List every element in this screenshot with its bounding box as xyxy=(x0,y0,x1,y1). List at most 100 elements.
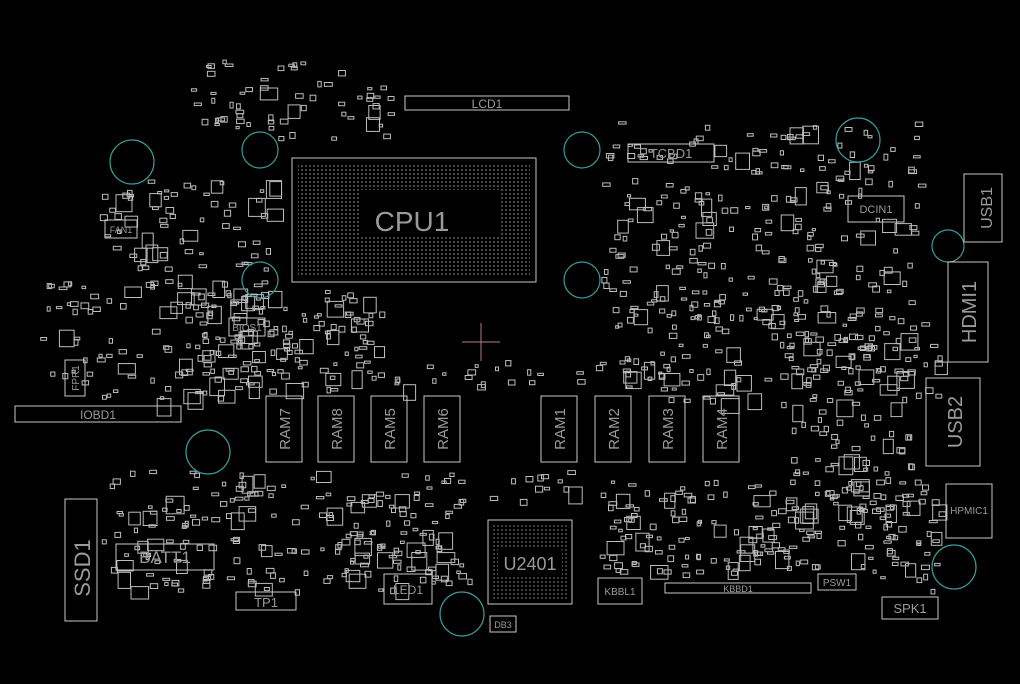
ram-label: RAM5 xyxy=(382,408,399,450)
ic-package xyxy=(58,329,75,348)
mounting-hole xyxy=(931,544,977,590)
passive-component xyxy=(679,286,686,290)
ic-package xyxy=(287,104,301,119)
passive-component xyxy=(825,203,832,210)
usb1-port[interactable]: USB1 xyxy=(963,173,1003,243)
passive-component xyxy=(872,285,881,293)
passive-component xyxy=(771,305,780,312)
passive-component xyxy=(728,157,733,163)
passive-component xyxy=(839,193,845,199)
passive-component xyxy=(201,118,209,126)
passive-component xyxy=(412,527,419,532)
power-switch-connector[interactable]: PSW1 xyxy=(817,573,857,591)
ram-chip[interactable]: RAM3 xyxy=(648,395,686,463)
passive-component xyxy=(193,102,202,107)
ic-package xyxy=(345,569,361,583)
passive-component xyxy=(359,334,367,340)
keyboard-backlight-connector[interactable]: KBBL1 xyxy=(597,577,643,605)
passive-component xyxy=(260,85,269,91)
passive-component xyxy=(324,297,330,303)
passive-component xyxy=(762,203,770,211)
touchpad-connector[interactable]: TP1 xyxy=(235,591,297,611)
ram-chip[interactable]: RAM4 xyxy=(702,395,740,463)
ram-chip[interactable]: RAM8 xyxy=(317,395,355,463)
fingerprint-connector[interactable]: FPR1 xyxy=(64,359,86,397)
speaker-connector[interactable]: SPK1 xyxy=(881,596,939,620)
passive-component xyxy=(795,560,800,567)
passive-component xyxy=(177,588,185,593)
ic-package xyxy=(740,544,756,562)
usb2-label: USB2 xyxy=(945,396,967,448)
passive-component xyxy=(855,521,862,529)
ic-package xyxy=(117,571,131,589)
passive-component xyxy=(815,273,821,279)
passive-component xyxy=(921,322,931,327)
passive-component xyxy=(906,493,914,498)
tcbd-connector[interactable]: TCBD1 xyxy=(627,143,715,163)
passive-component xyxy=(424,503,434,507)
passive-component xyxy=(696,521,702,527)
passive-component xyxy=(622,235,628,242)
passive-component xyxy=(820,305,829,313)
ram-outline xyxy=(370,395,408,463)
passive-component xyxy=(318,320,325,327)
passive-component xyxy=(219,181,225,186)
ic-package xyxy=(326,300,345,318)
ic-package xyxy=(130,586,150,600)
lcd-connector[interactable]: LCD1 xyxy=(404,95,570,111)
passive-component xyxy=(72,308,78,316)
fan-connector[interactable]: FAN1 xyxy=(104,219,138,239)
passive-component xyxy=(916,577,923,584)
passive-component xyxy=(875,368,881,374)
passive-component xyxy=(112,478,121,485)
ram-chip[interactable]: RAM1 xyxy=(540,395,578,463)
led-connector[interactable]: LED1 xyxy=(383,573,433,605)
passive-component xyxy=(459,563,465,568)
ram-chip[interactable]: RAM5 xyxy=(370,395,408,463)
passive-component xyxy=(754,558,762,566)
passive-component xyxy=(805,382,812,388)
passive-component xyxy=(292,62,298,68)
passive-component xyxy=(445,580,453,587)
passive-component xyxy=(431,520,439,525)
passive-component xyxy=(847,317,857,321)
keyboard-connector[interactable]: KBBD1 xyxy=(664,582,812,594)
io-board-connector[interactable]: IOBD1 xyxy=(14,405,182,423)
passive-component xyxy=(618,528,623,533)
hdmi-port[interactable]: HDMI1 xyxy=(947,261,989,363)
passive-component xyxy=(776,305,781,310)
passive-component xyxy=(612,144,621,149)
passive-component xyxy=(907,369,916,376)
passive-component xyxy=(656,568,663,575)
passive-component xyxy=(235,109,245,115)
passive-component xyxy=(641,366,649,371)
ram-chip[interactable]: RAM7 xyxy=(265,395,303,463)
ssd-slot[interactable]: SSD1 xyxy=(64,498,98,622)
bios-chip[interactable]: BIOS1 xyxy=(228,317,266,337)
passive-component xyxy=(845,200,853,205)
passive-component xyxy=(202,372,210,376)
ram-chip[interactable]: RAM6 xyxy=(423,395,461,463)
ic-package xyxy=(207,305,222,325)
hpmic-jack[interactable]: HPMIC1 xyxy=(945,483,993,539)
usb2-port[interactable]: USB2 xyxy=(925,377,981,467)
passive-component xyxy=(459,498,467,503)
passive-component xyxy=(913,155,921,159)
passive-component xyxy=(865,525,872,529)
passive-component xyxy=(165,279,174,284)
u2401-chip[interactable]: U2401 xyxy=(487,519,573,605)
battery-connector[interactable]: BATT1 xyxy=(115,543,215,571)
passive-component xyxy=(134,545,141,551)
db3-part[interactable]: DB3 xyxy=(489,615,517,633)
ic-package xyxy=(374,346,385,359)
ram-chip[interactable]: RAM2 xyxy=(594,395,632,463)
passive-component xyxy=(377,500,383,508)
passive-component xyxy=(154,560,161,565)
passive-component xyxy=(223,209,232,217)
cpu-package[interactable]: CPU1 xyxy=(291,157,537,283)
passive-component xyxy=(254,371,262,376)
passive-component xyxy=(770,162,779,169)
passive-component xyxy=(694,198,703,203)
dcin-connector[interactable]: DCIN1 xyxy=(847,195,905,223)
passive-component xyxy=(203,355,212,361)
